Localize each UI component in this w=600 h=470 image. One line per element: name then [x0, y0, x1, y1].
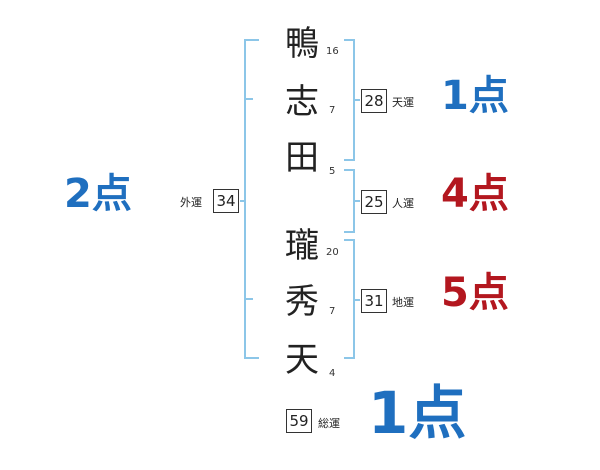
stroke-count-1: 16	[326, 46, 339, 57]
outer-fortune-value: 34	[213, 189, 239, 213]
character-2: 志	[285, 82, 319, 122]
person-bracket	[344, 169, 355, 233]
outer-fortune-label: 外運	[180, 196, 202, 209]
stroke-count-3: 5	[329, 166, 336, 177]
heaven-fortune-value: 28	[361, 89, 387, 113]
heaven-bracket	[344, 39, 355, 161]
earth-bracket	[344, 239, 355, 359]
earth-fortune-score: 5点	[441, 270, 509, 316]
total-fortune-score: 1点	[368, 379, 467, 447]
earth-fortune-value: 31	[361, 289, 387, 313]
person-fortune-label: 人運	[392, 197, 414, 210]
character-6: 天	[285, 340, 319, 380]
character-1: 鴨	[285, 24, 319, 64]
character-4: 瓏	[285, 226, 319, 266]
stroke-count-6: 4	[329, 368, 336, 379]
character-3: 田	[285, 138, 319, 178]
heaven-fortune-label: 天運	[392, 96, 414, 109]
person-fortune-value: 25	[361, 190, 387, 214]
outer-fortune-score: 2点	[64, 171, 132, 217]
person-fortune-score: 4点	[441, 171, 509, 217]
total-fortune-value: 59	[286, 409, 312, 433]
total-fortune-label: 総運	[318, 417, 340, 430]
character-5: 秀	[285, 282, 319, 322]
stroke-count-4: 20	[326, 247, 339, 258]
outer-bracket	[244, 39, 259, 359]
stroke-count-2: 7	[329, 105, 336, 116]
heaven-fortune-score: 1点	[441, 73, 509, 119]
stroke-count-5: 7	[329, 306, 336, 317]
earth-fortune-label: 地運	[392, 296, 414, 309]
